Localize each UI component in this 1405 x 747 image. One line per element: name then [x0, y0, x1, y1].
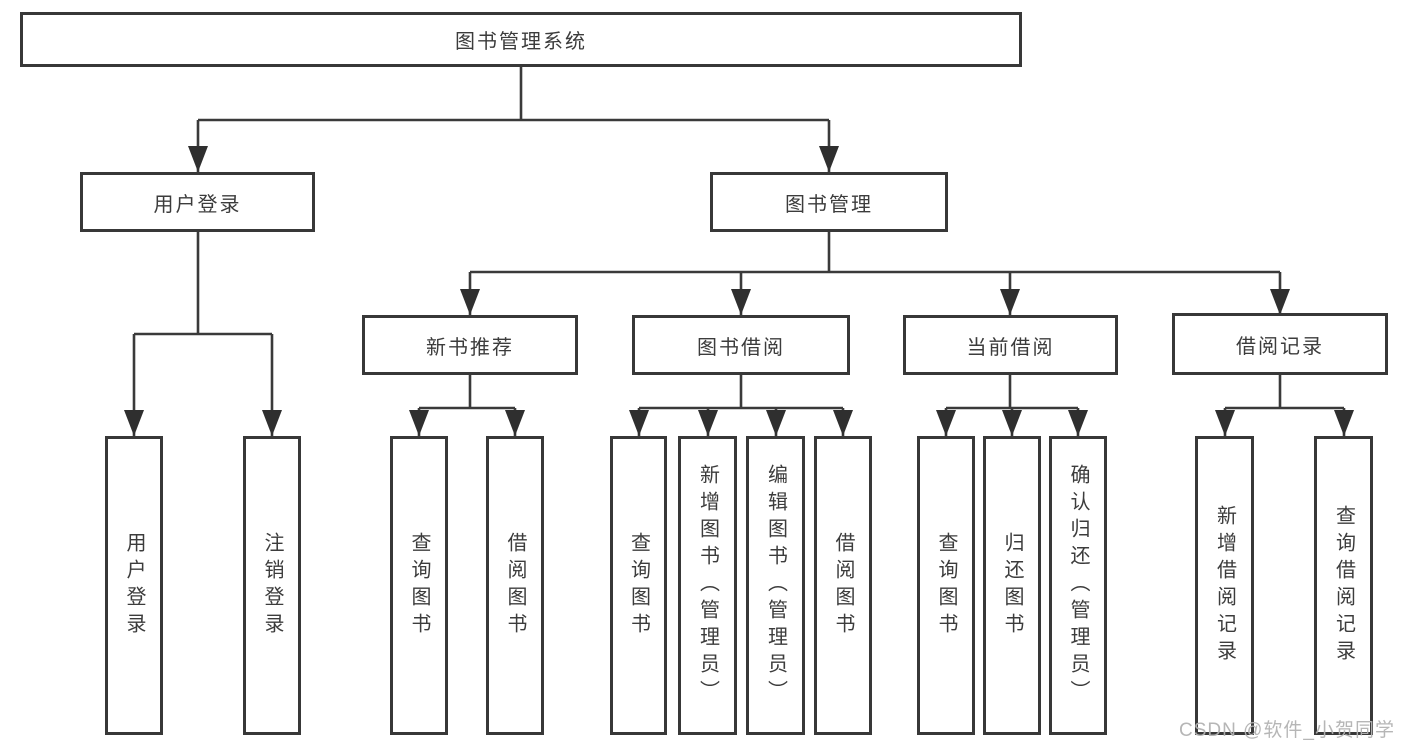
arrowheads: [124, 146, 1354, 436]
leaf-add-book-admin: 新增图书（管理员）: [678, 436, 737, 735]
node-book-borrowing: 图书借阅: [632, 315, 850, 375]
leaf-borrow-books-borrowing: 借阅图书: [814, 436, 872, 735]
leaf-logout: 注销登录: [243, 436, 301, 735]
leaf-return-books: 归还图书: [983, 436, 1041, 735]
leaf-add-borrow-record: 新增借阅记录: [1195, 436, 1254, 735]
watermark: CSDN @软件_小贺同学: [1179, 720, 1395, 741]
node-borrowing-records: 借阅记录: [1172, 313, 1388, 375]
node-user-login: 用户登录: [80, 172, 315, 232]
leaf-confirm-return-admin: 确认归还（管理员）: [1049, 436, 1107, 735]
leaf-query-books-borrowing: 查询图书: [610, 436, 667, 735]
node-library-system: 图书管理系统: [20, 12, 1022, 67]
node-new-book-recommendation: 新书推荐: [362, 315, 578, 375]
leaf-user-login: 用户登录: [105, 436, 163, 735]
node-book-management: 图书管理: [710, 172, 948, 232]
leaf-query-books-recommend: 查询图书: [390, 436, 448, 735]
leaf-query-borrow-record: 查询借阅记录: [1314, 436, 1373, 735]
node-current-borrowing: 当前借阅: [903, 315, 1118, 375]
leaf-query-books-current: 查询图书: [917, 436, 975, 735]
leaf-borrow-books-recommend: 借阅图书: [486, 436, 544, 735]
leaf-edit-book-admin: 编辑图书（管理员）: [746, 436, 805, 735]
